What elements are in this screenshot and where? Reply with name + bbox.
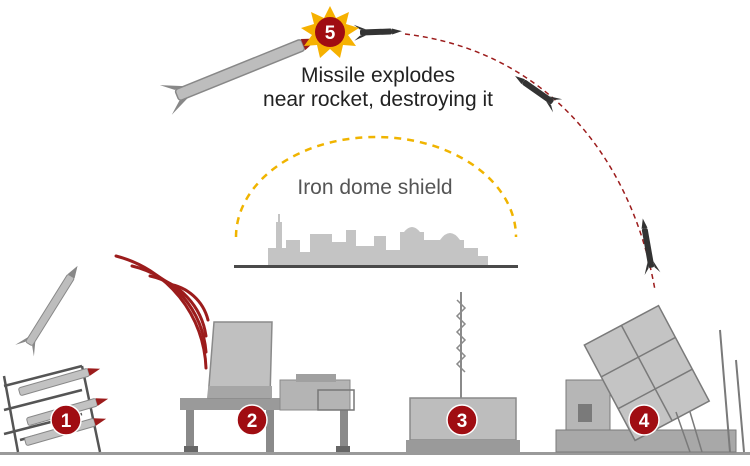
badge-step-5-number: 5 <box>325 23 336 44</box>
badge-step-2-number: 2 <box>247 411 258 432</box>
step5-caption: Missile explodes near rocket, destroying… <box>238 64 518 112</box>
incoming-rocket <box>15 265 78 357</box>
interceptor-missile-low <box>641 218 661 275</box>
rack-rocket-1 <box>18 368 101 396</box>
city-base-line <box>234 265 518 268</box>
badge-step-4-number: 4 <box>639 411 650 432</box>
interceptor-missile-mid <box>515 75 563 113</box>
missile-launcher-4 <box>555 304 745 453</box>
radar-unit-2 <box>180 321 355 452</box>
badge-step-3: 3 <box>446 404 478 436</box>
interceptor-missile-top <box>353 24 402 41</box>
step5-caption-line1: Missile explodes <box>300 64 456 87</box>
badge-step-4: 4 <box>628 404 660 436</box>
radar-signal-waves <box>114 254 210 370</box>
badge-step-1: 1 <box>50 404 82 436</box>
step5-caption-line2: near rocket, destroying it <box>263 88 493 111</box>
badge-step-1-number: 1 <box>61 411 72 432</box>
badge-step-5: 5 <box>315 17 345 47</box>
badge-step-3-number: 3 <box>457 411 468 432</box>
badge-step-2: 2 <box>236 404 268 436</box>
ground-line <box>0 452 750 455</box>
shield-label: Iron dome shield <box>297 176 453 199</box>
city-skyline <box>268 214 488 266</box>
shield-arc <box>234 135 518 238</box>
